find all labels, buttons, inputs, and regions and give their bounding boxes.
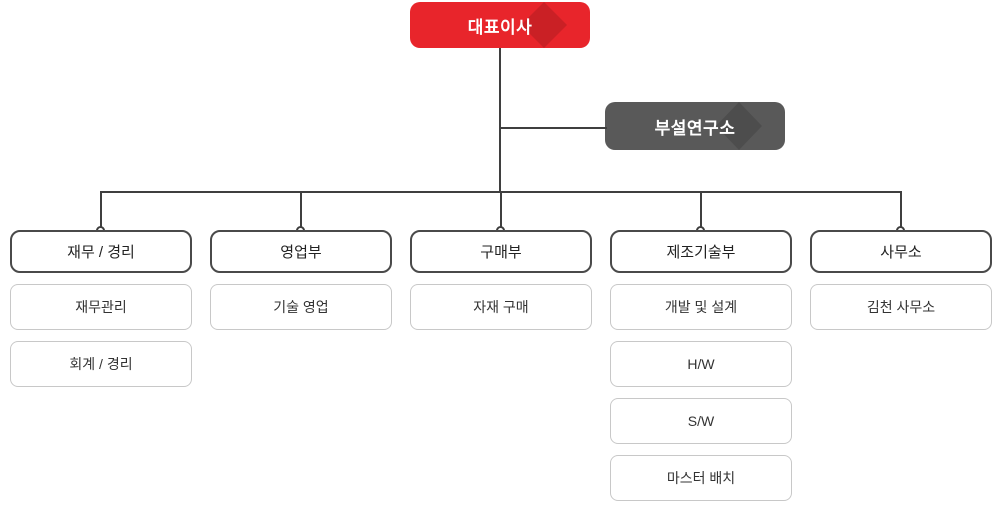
connector-drop-dept-2 <box>300 191 302 231</box>
dept-2-sub-item-1[interactable]: 기술 영업 <box>210 284 392 330</box>
corner-accent-icon <box>739 102 785 150</box>
dept-4-sub-item-2-label: H/W <box>687 356 715 372</box>
node-ceo[interactable]: 대표이사 <box>410 2 590 48</box>
dept-3-sub-item-1-label: 자재 구매 <box>473 299 529 315</box>
dept-head-4-label: 제조기술부 <box>666 244 736 261</box>
corner-accent-icon <box>544 2 590 48</box>
dept-head-2-label: 영업부 <box>280 244 322 261</box>
connector-branch-research-institute <box>499 127 607 129</box>
dept-1-sub-item-2[interactable]: 회계 / 경리 <box>10 341 192 387</box>
dept-4-sub-item-4[interactable]: 마스터 배치 <box>610 455 792 501</box>
dept-column-5: 사무소 김천 사무소 <box>810 230 992 330</box>
dept-3-sub-item-1[interactable]: 자재 구매 <box>410 284 592 330</box>
dept-2-sub-item-1-label: 기술 영업 <box>273 299 329 315</box>
dept-4-sub-item-3[interactable]: S/W <box>610 398 792 444</box>
dept-head-1[interactable]: 재무 / 경리 <box>10 230 192 273</box>
dept-head-5[interactable]: 사무소 <box>810 230 992 273</box>
connector-trunk-vertical <box>499 48 501 193</box>
dept-head-3-label: 구매부 <box>480 244 522 261</box>
dept-1-sub-item-2-label: 회계 / 경리 <box>69 356 133 372</box>
dept-5-sub-item-1-label: 김천 사무소 <box>866 299 936 315</box>
dept-4-sub-item-4-label: 마스터 배치 <box>666 470 736 486</box>
connector-drop-dept-4 <box>700 191 702 231</box>
dept-4-sub-item-2[interactable]: H/W <box>610 341 792 387</box>
dept-4-sub-item-1-label: 개발 및 설계 <box>664 299 738 315</box>
dept-head-3[interactable]: 구매부 <box>410 230 592 273</box>
node-research-institute[interactable]: 부설연구소 <box>605 102 785 150</box>
dept-1-sub-item-1[interactable]: 재무관리 <box>10 284 192 330</box>
dept-column-1: 재무 / 경리 재무관리 회계 / 경리 <box>10 230 192 387</box>
dept-5-sub-item-1[interactable]: 김천 사무소 <box>810 284 992 330</box>
dept-column-4: 제조기술부 개발 및 설계 H/W S/W 마스터 배치 <box>610 230 792 501</box>
dept-4-sub-item-3-label: S/W <box>687 413 715 429</box>
dept-4-sub-item-1[interactable]: 개발 및 설계 <box>610 284 792 330</box>
dept-head-2[interactable]: 영업부 <box>210 230 392 273</box>
node-ceo-label: 대표이사 <box>467 17 533 37</box>
connector-drop-dept-5 <box>900 191 902 231</box>
connector-drop-dept-3 <box>500 191 502 231</box>
node-research-institute-label: 부설연구소 <box>654 118 736 138</box>
dept-column-3: 구매부 자재 구매 <box>410 230 592 330</box>
dept-1-sub-item-1-label: 재무관리 <box>75 299 127 315</box>
dept-head-5-label: 사무소 <box>880 244 922 261</box>
dept-column-2: 영업부 기술 영업 <box>210 230 392 330</box>
connector-drop-dept-1 <box>100 191 102 231</box>
dept-head-4[interactable]: 제조기술부 <box>610 230 792 273</box>
dept-head-1-label: 재무 / 경리 <box>67 244 135 261</box>
